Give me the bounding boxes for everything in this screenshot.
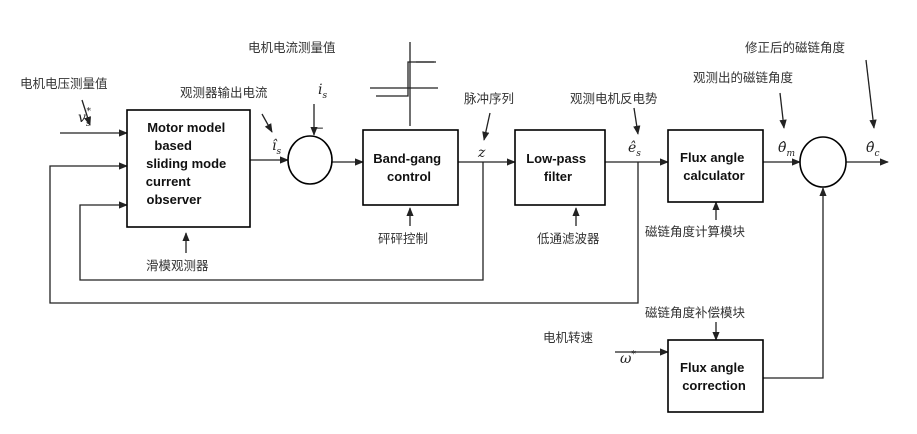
observed-angle-symbol: θ̂m — [778, 140, 795, 159]
angle-sum-junction — [800, 137, 846, 187]
emf-symbol: ês — [628, 140, 641, 159]
observer-out-label: 观测器输出电流 — [180, 85, 268, 100]
observer-out-label-arrow — [262, 114, 272, 132]
lp-filter-label: 低通滤波器 — [537, 231, 600, 246]
calculator-block — [668, 130, 763, 202]
pulse-symbol: z — [477, 145, 486, 161]
correction-to-sum-line — [763, 188, 823, 378]
speed-symbol: ω* — [620, 350, 636, 367]
corrected-angle-label-arrow — [866, 60, 874, 128]
observed-angle-label: 观测出的磁链角度 — [693, 70, 794, 85]
bang-bang-block — [363, 130, 458, 205]
relay-characteristic-icon — [370, 42, 438, 126]
pulse-label-arrow — [484, 113, 490, 140]
corrected-angle-label: 修正后的磁链角度 — [745, 40, 846, 55]
current-symbol: is — [318, 82, 327, 101]
observed-current-symbol: îs — [272, 138, 281, 157]
pulse-label: 脉冲序列 — [464, 91, 514, 106]
current-sum-junction — [288, 136, 332, 184]
minus-sign: − — [314, 121, 324, 135]
corrected-angle-symbol: θ̂c — [866, 140, 879, 159]
sliding-observer-label: 滑模观测器 — [146, 258, 209, 273]
lowpass-block — [515, 130, 605, 205]
voltage-symbol: vs* — [78, 107, 92, 129]
emf-label-arrow — [634, 108, 638, 134]
speed-label: 电机转速 — [543, 330, 594, 345]
voltage-label: 电机电压测量值 — [20, 76, 108, 91]
calc-module-label: 磁链角度计算模块 — [645, 224, 746, 239]
current-meas-label: 电机电流测量值 — [248, 40, 336, 55]
observed-angle-label-arrow — [780, 93, 784, 128]
correction-block — [668, 340, 763, 412]
comp-module-label: 磁链角度补偿模块 — [645, 305, 746, 320]
back-emf-label: 观测电机反电势 — [570, 91, 658, 106]
bang-ctrl-label: 砰砰控制 — [378, 231, 428, 246]
